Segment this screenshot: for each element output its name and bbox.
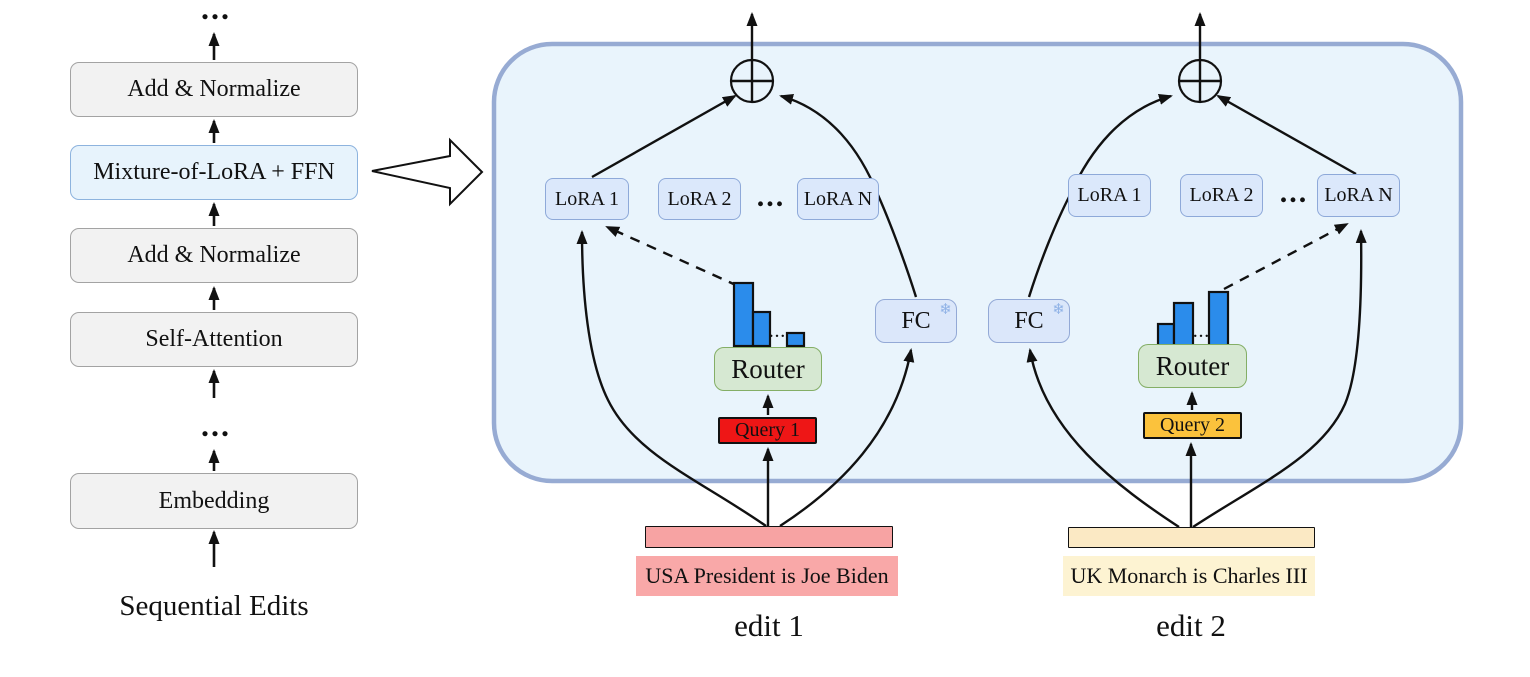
ellipsis-middle: ...	[201, 407, 231, 443]
ellipsis-top: ...	[201, 0, 231, 26]
edit2-input-to-fc	[1026, 348, 1180, 529]
edit1-fc-box: FC ❄	[875, 299, 957, 343]
edit1-input-text-label: USA President is Joe Biden	[636, 556, 898, 596]
edit2-input-text-label: UK Monarch is Charles III	[1063, 556, 1315, 596]
sequential-edits-caption: Sequential Edits	[119, 589, 309, 622]
edit1-lora1-to-sum	[591, 94, 737, 179]
embedding-box: Embedding	[70, 473, 358, 529]
edit2-caption: edit 2	[1156, 608, 1226, 643]
edit1-fc-label: FC	[901, 307, 931, 334]
self-attention-box: Self-Attention	[70, 312, 358, 367]
edit1-lora-box-2: LoRA 2	[658, 178, 741, 220]
edit2-loraN-to-sum	[1216, 94, 1357, 176]
edit1-input-to-fc	[779, 348, 915, 528]
edit2-snowflake-icon: ❄	[1052, 300, 1065, 318]
edit2-query-box: Query 2	[1143, 412, 1242, 439]
edit2-fc-label: FC	[1014, 307, 1044, 334]
edit2-input-strip	[1068, 527, 1315, 548]
edit2-lora-ellipsis: ...	[1279, 176, 1309, 209]
edit2-router-to-loraN	[1223, 222, 1349, 291]
edit1-lora-ellipsis: ...	[756, 180, 786, 213]
edit1-input-to-lora1	[576, 230, 767, 527]
edit1-caption: edit 1	[734, 608, 804, 643]
edit1-snowflake-icon: ❄	[939, 300, 952, 318]
edit1-input-strip	[645, 526, 893, 548]
edit1-router-to-lora1	[605, 225, 739, 288]
edit1-query-box: Query 1	[718, 417, 817, 444]
zoom-in-arrow	[371, 137, 484, 207]
edit2-lora-box-1: LoRA 1	[1068, 174, 1151, 217]
edit2-lora-box-n: LoRA N	[1317, 174, 1400, 217]
mixture-of-lora-ffn-box: Mixture-of-LoRA + FFN	[70, 145, 358, 200]
add-normalize-box-bottom: Add & Normalize	[70, 228, 358, 283]
add-normalize-box-top: Add & Normalize	[70, 62, 358, 117]
edit1-lora-box-1: LoRA 1	[545, 178, 629, 220]
edit2-lora-box-2: LoRA 2	[1180, 174, 1263, 217]
edit2-router-box: Router	[1138, 344, 1247, 388]
edit2-input-to-loraN	[1192, 229, 1367, 529]
edit1-router-weights-bars	[732, 281, 806, 348]
moe-panel	[491, 41, 1464, 484]
edit1-arrows	[576, 12, 918, 528]
edit1-lora-box-n: LoRA N	[797, 178, 879, 220]
edit1-router-box: Router	[714, 347, 822, 391]
edit2-bar-ellipsis: ...	[1193, 325, 1211, 341]
edit2-fc-box: FC ❄	[988, 299, 1070, 343]
edit1-bar-ellipsis: ...	[769, 325, 787, 341]
